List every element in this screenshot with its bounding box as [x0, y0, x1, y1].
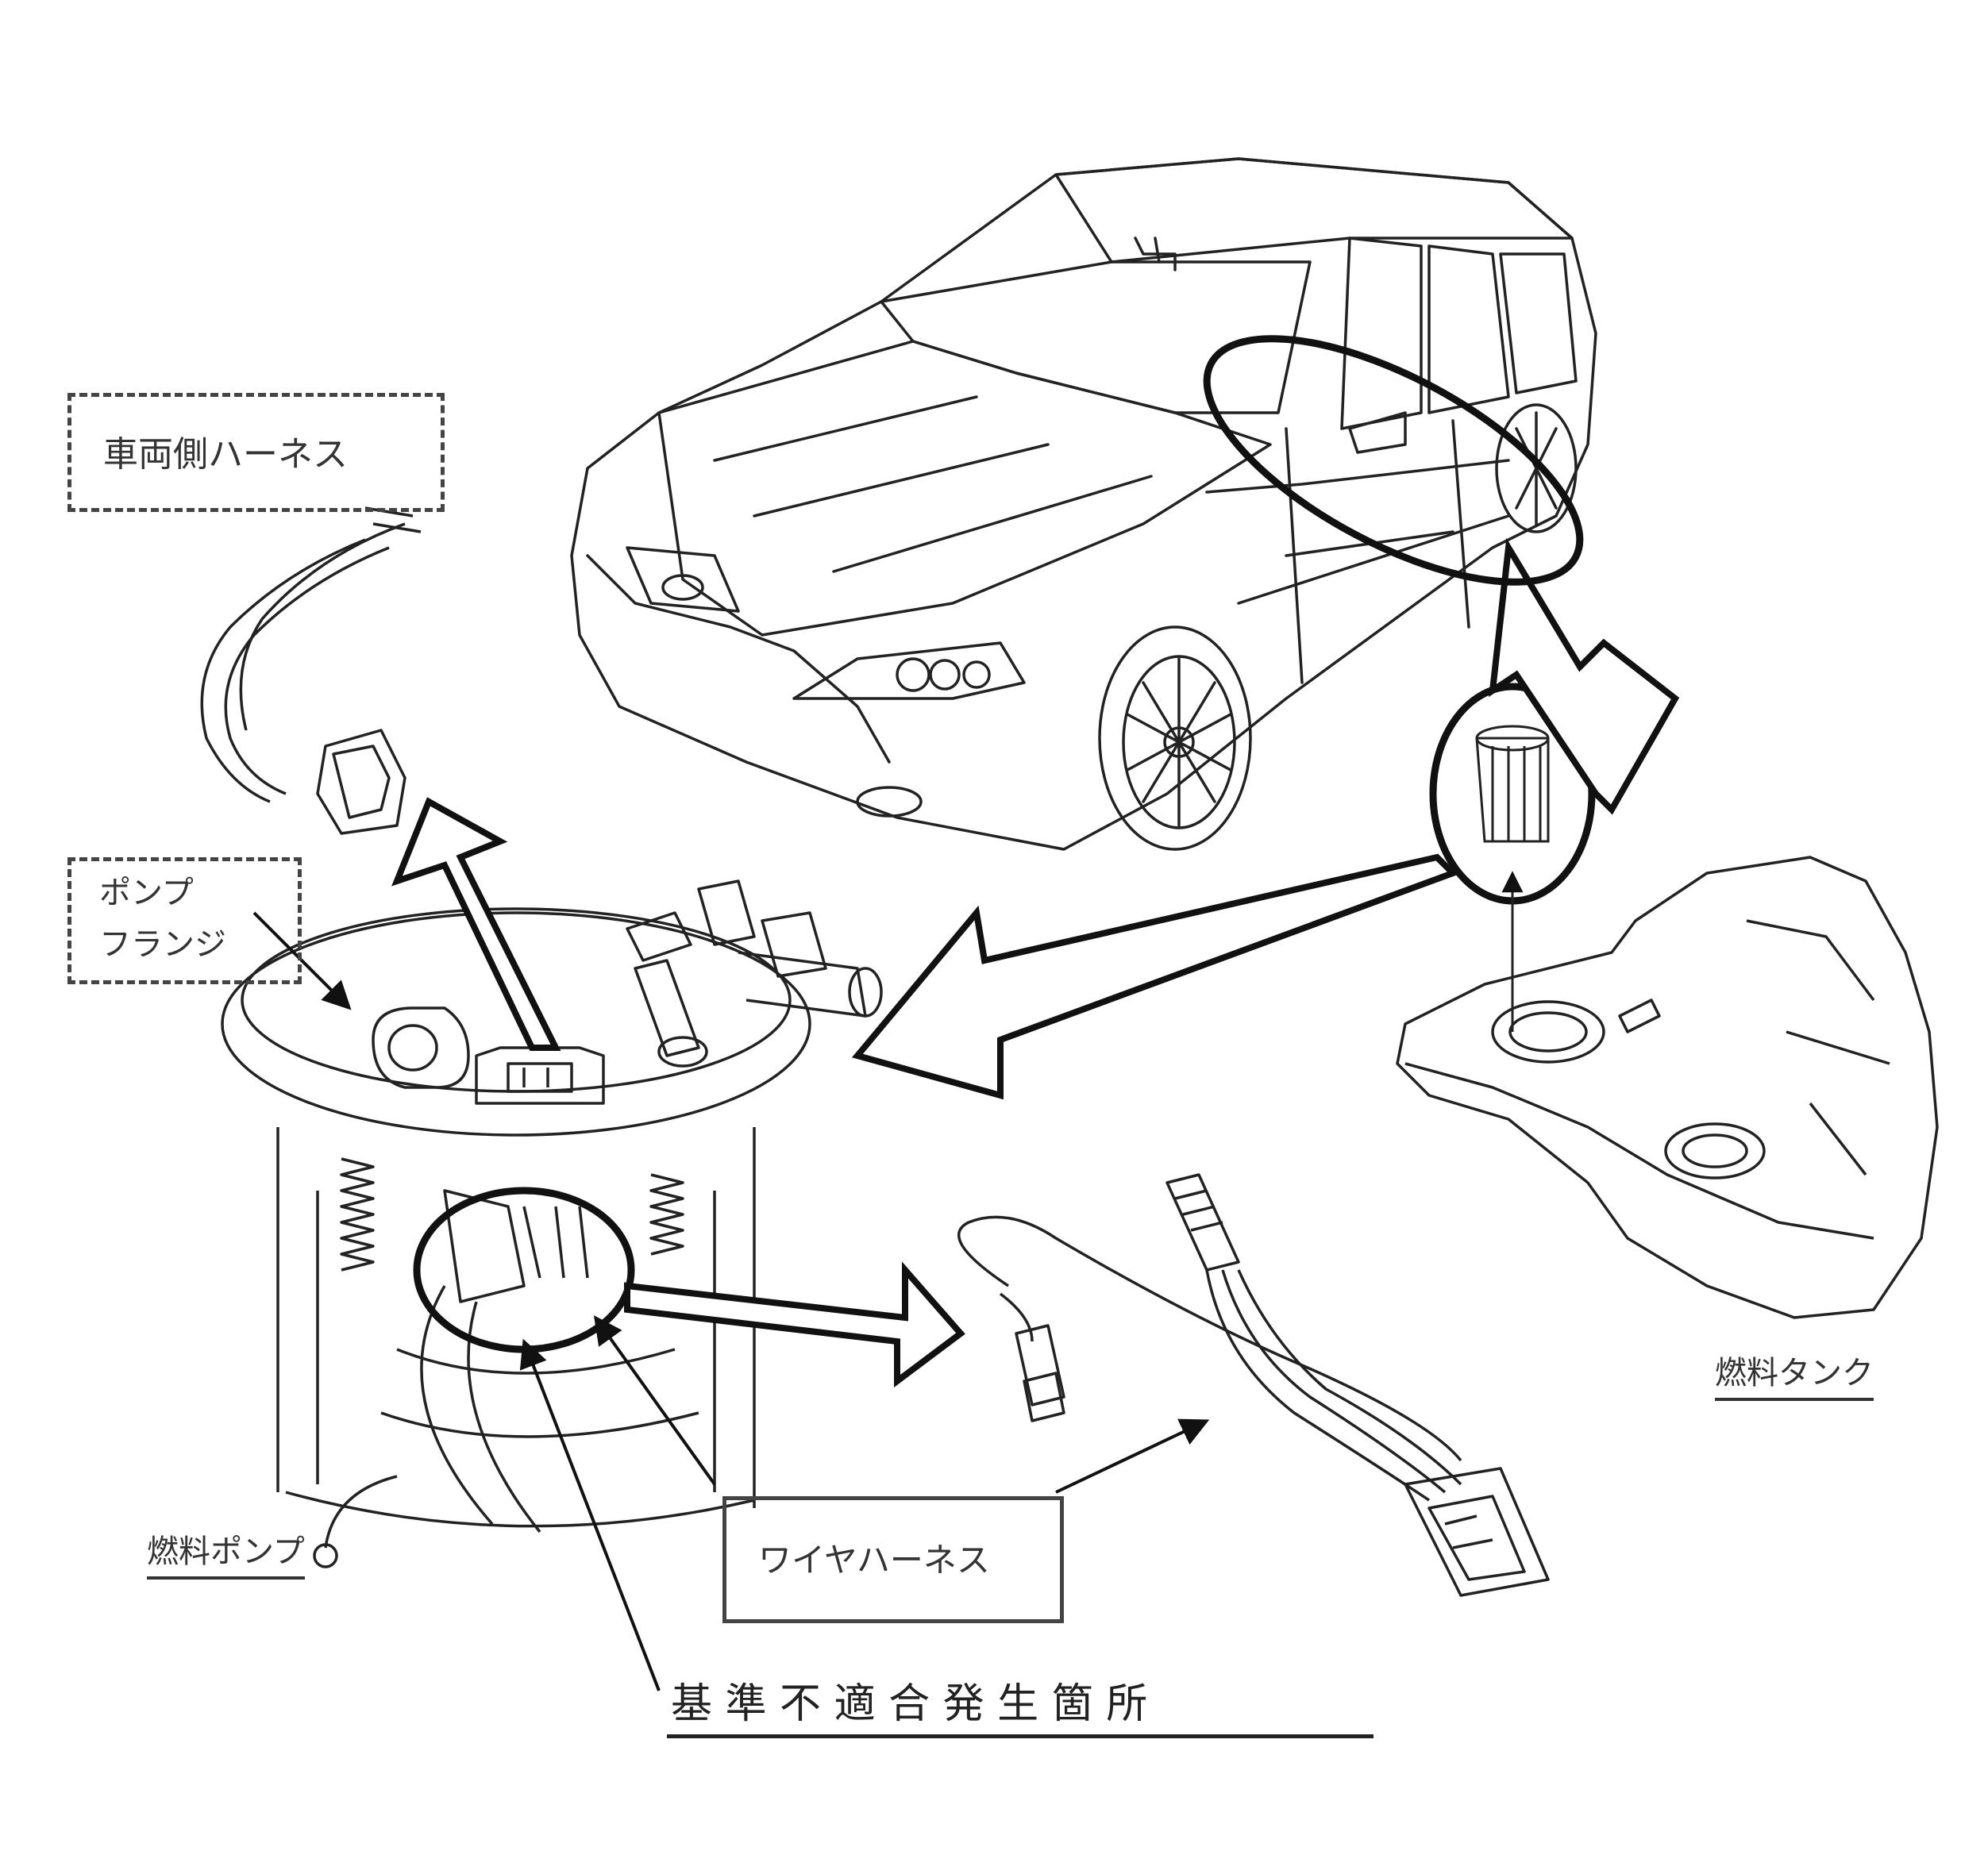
wire-harness-label-box: [722, 1496, 1064, 1623]
pump-flange-label-line1: ポンプ: [99, 875, 194, 911]
wire-harness-illustration: [957, 1173, 1550, 1597]
defect-circle: [413, 1187, 635, 1353]
pointer-lines: [252, 911, 1210, 1691]
vehicle-harness-connector: [200, 506, 422, 835]
fuel-tank-label: 燃料タンク: [1715, 1353, 1874, 1401]
defect-location-label: 基 準 不 適 合 発 生 箇 所: [671, 1680, 1148, 1728]
wire-harness-label: ワイヤハーネス: [758, 1541, 990, 1580]
car-illustration: [570, 157, 1597, 851]
fuel-pump-illustration: [221, 879, 883, 1568]
vehicle-harness-label-box: [67, 393, 445, 512]
fuel-pump-label: 燃料ポンプ: [147, 1532, 305, 1580]
defect-location-underline: [667, 1734, 1373, 1738]
car-callout-circle: [1203, 335, 1584, 586]
pump-flange-label-line2: フランジ: [99, 926, 226, 963]
callout-arrows: [391, 537, 1680, 1387]
tank-pump-callout: [1429, 683, 1596, 1032]
vehicle-harness-label: 車両側ハーネス: [103, 434, 348, 475]
fuel-tank-illustration: [1396, 856, 1939, 1319]
pump-flange-label-box: [67, 857, 302, 984]
